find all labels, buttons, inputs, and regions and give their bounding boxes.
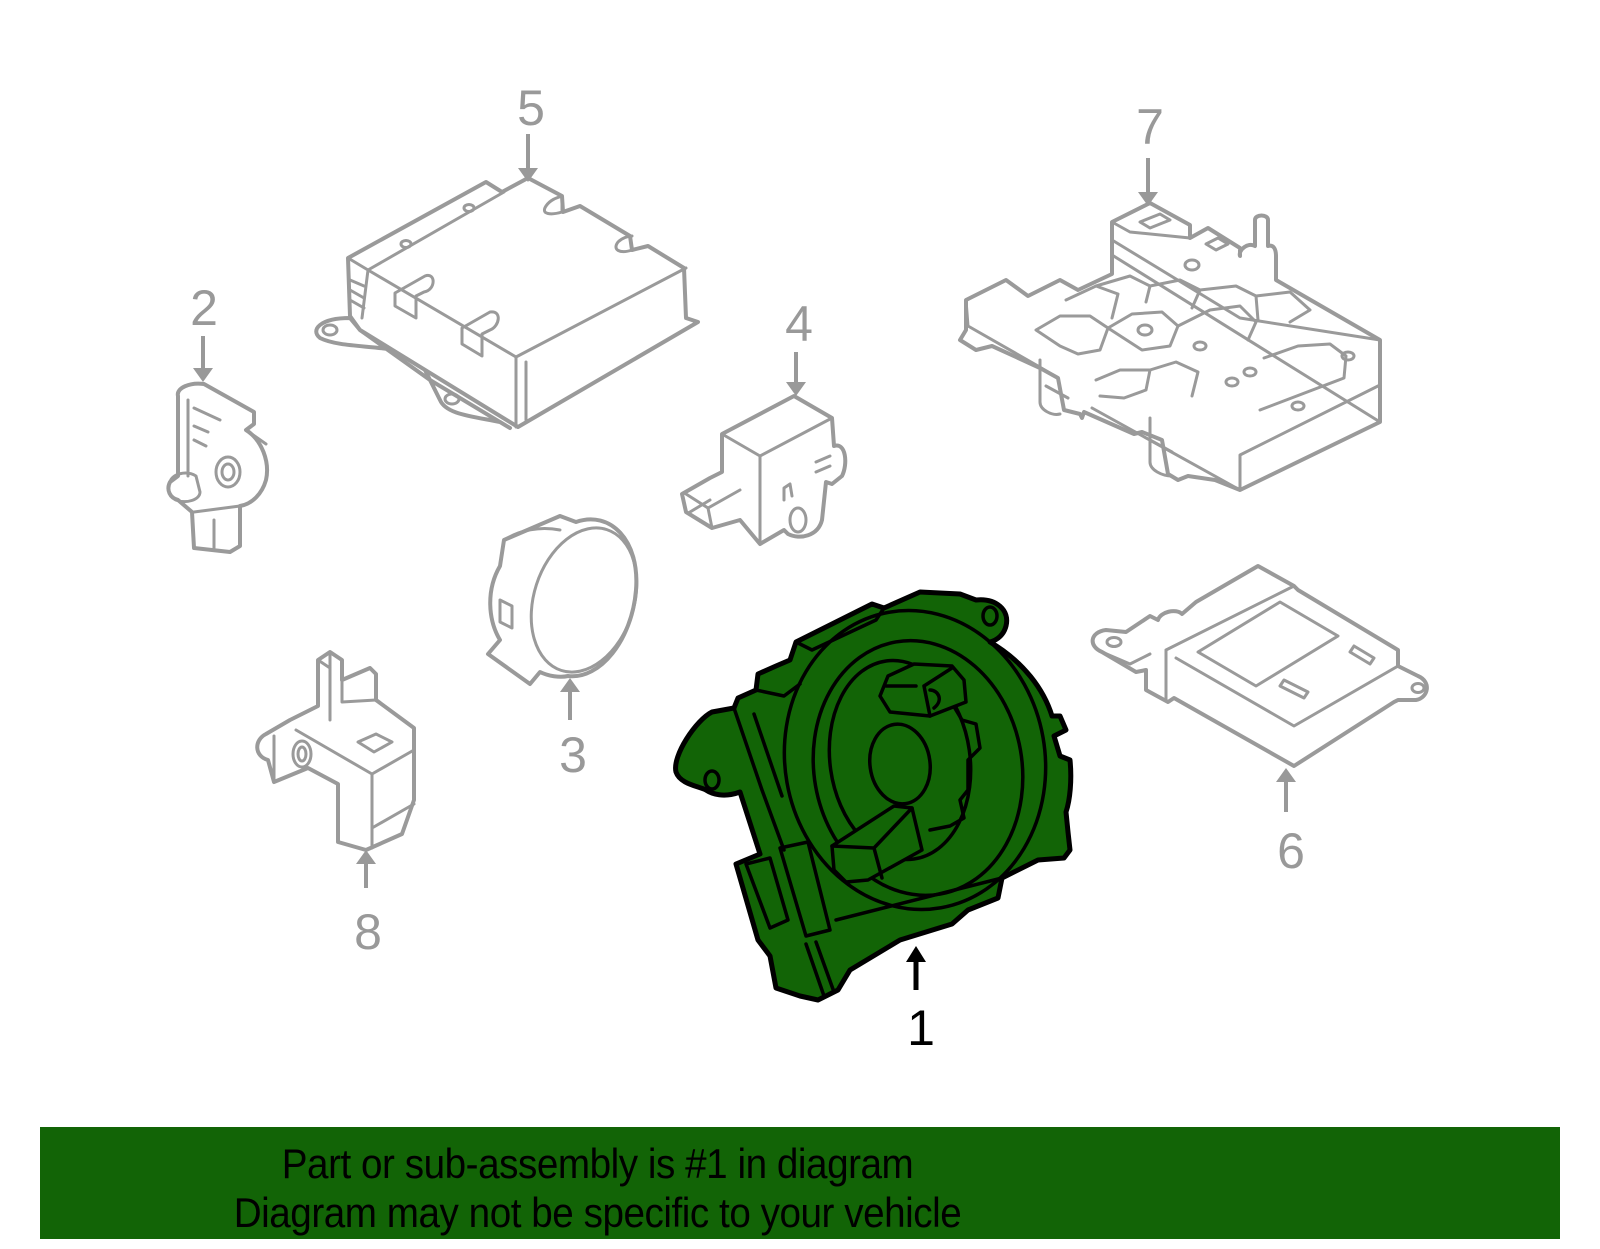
callout-6[interactable]: 6 xyxy=(1277,823,1305,879)
part-5-control-module[interactable] xyxy=(314,134,700,430)
banner-text-disclaimer: Diagram may not be specific to your vehi… xyxy=(233,1189,962,1236)
callout-5[interactable]: 5 xyxy=(517,80,545,136)
banner-text-part-number: Part or sub-assembly is #1 in diagram xyxy=(281,1140,914,1187)
part-7-sensor-mat[interactable] xyxy=(958,158,1382,492)
part-1-clock-spring[interactable] xyxy=(673,589,1074,1003)
part-4-impact-sensor[interactable] xyxy=(680,352,848,546)
part-2-impact-sensor[interactable] xyxy=(166,336,269,554)
callout-8[interactable]: 8 xyxy=(354,904,382,960)
part-3-round-sensor[interactable] xyxy=(486,514,654,720)
callout-4[interactable]: 4 xyxy=(785,296,813,352)
callout-2[interactable]: 2 xyxy=(190,280,218,336)
info-banner: Part or sub-assembly is #1 in diagram Di… xyxy=(40,1127,1560,1239)
callout-3[interactable]: 3 xyxy=(559,727,587,783)
part-6-module[interactable] xyxy=(1090,564,1429,812)
callout-1[interactable]: 1 xyxy=(907,1000,935,1056)
parts-diagram: 1 2 3 4 5 6 7 8 xyxy=(166,80,1429,1056)
part-8-side-sensor[interactable] xyxy=(255,650,416,888)
callout-7[interactable]: 7 xyxy=(1136,99,1164,155)
